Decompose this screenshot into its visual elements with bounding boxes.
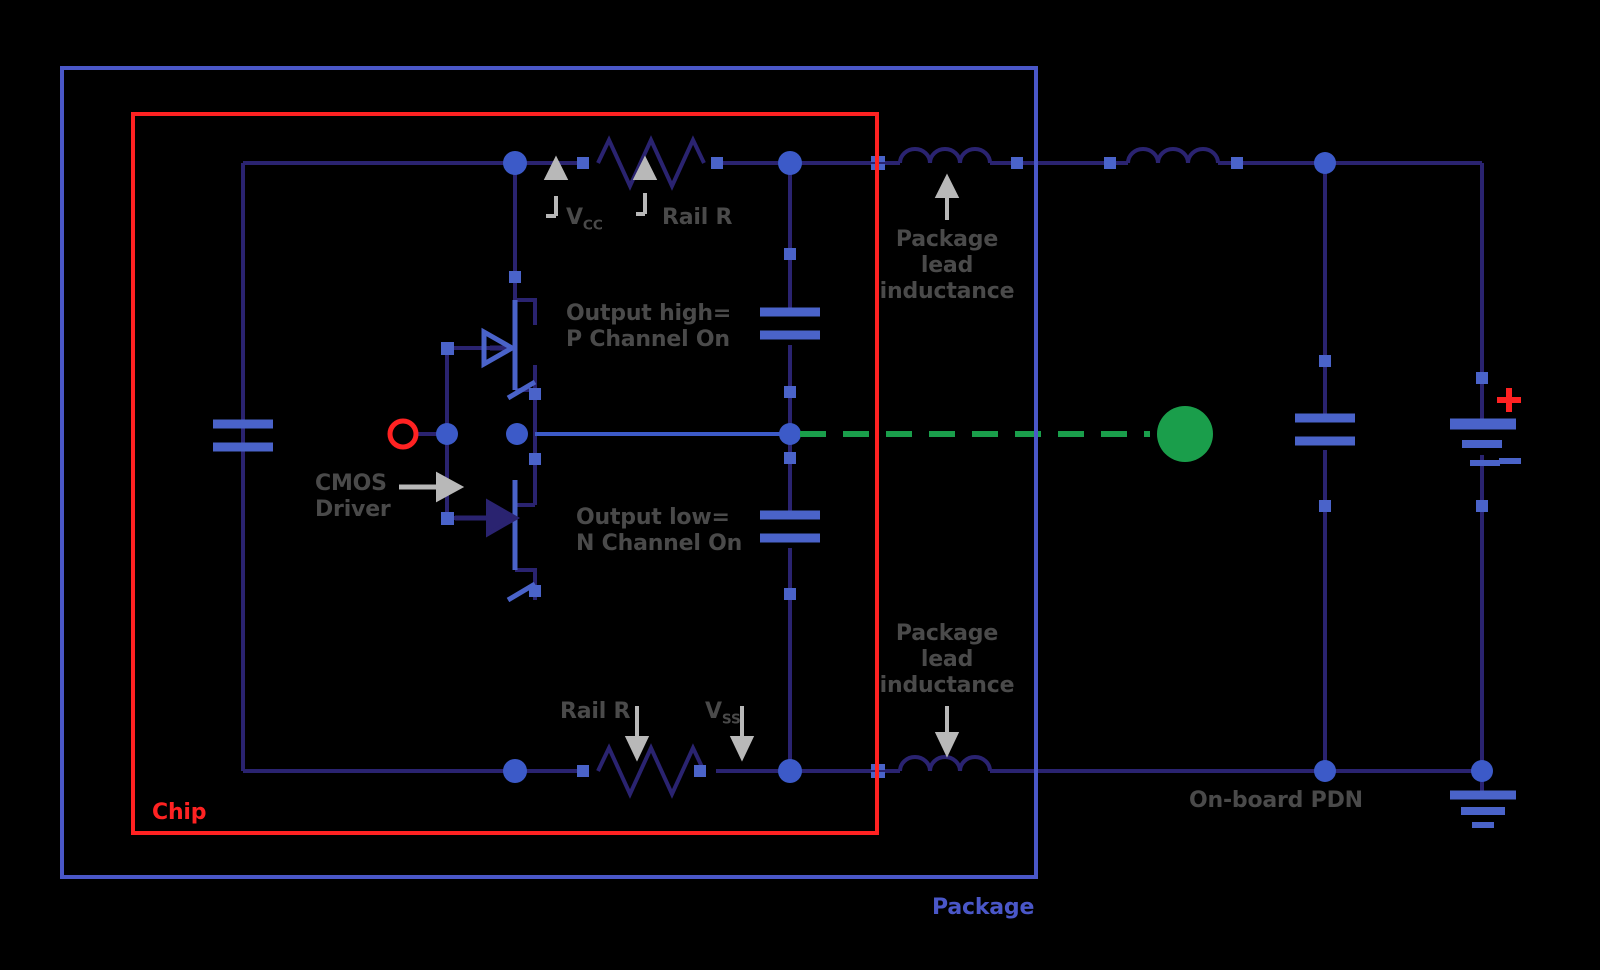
rail-r-top-symbol xyxy=(596,135,706,191)
terminal-square xyxy=(441,512,454,525)
nmos-arrow xyxy=(486,498,521,538)
terminal-square xyxy=(784,452,796,464)
chip-edge-terminal xyxy=(879,764,885,770)
ground-symbol xyxy=(1450,790,1516,828)
inductor-group xyxy=(898,147,1220,772)
junction-dot xyxy=(503,151,527,175)
resistor-group xyxy=(596,135,706,799)
vcc-arrow-head xyxy=(543,155,569,180)
bulk-tick-group xyxy=(506,379,537,603)
chip-boundary-label: Chip xyxy=(152,800,207,825)
terminal-square xyxy=(711,157,723,169)
package-lead-inductor-bottom-symbol xyxy=(898,755,992,772)
junction-dot-group xyxy=(436,151,1493,783)
cmos-driver-label: CMOS Driver xyxy=(315,471,391,522)
vcc-label: VCC xyxy=(566,205,603,234)
terminal-square xyxy=(509,271,521,283)
junction-dot xyxy=(778,759,802,783)
terminal-square xyxy=(577,765,589,777)
rail-r-bottom-label: Rail R xyxy=(560,699,631,724)
junction-dot xyxy=(778,151,802,175)
package-lead-inductor-top-symbol xyxy=(898,147,992,164)
annotation-arrow-group xyxy=(399,155,960,762)
output-low-label: Output low= N Channel On xyxy=(576,505,743,556)
junction-dot xyxy=(1314,152,1336,174)
chip-edge-terminal xyxy=(871,164,877,170)
package-boundary-label: Package xyxy=(932,895,1035,920)
pli-top-arrow-head xyxy=(934,173,960,198)
cmos-arrow-head xyxy=(436,471,465,503)
terminal-square xyxy=(1104,157,1116,169)
supply-battery-symbol xyxy=(1450,418,1516,466)
chip-edge-terminal xyxy=(871,764,877,770)
junction-dot xyxy=(436,423,458,445)
board-inductor-top-symbol xyxy=(1126,147,1220,164)
junction-dot xyxy=(506,423,528,445)
capacitor-group xyxy=(213,307,1355,543)
railr-top-arrow-head xyxy=(632,155,658,180)
chip-edge-terminal-group xyxy=(871,156,885,778)
pmos-transistor-symbol xyxy=(481,300,518,390)
chip-boundary-box xyxy=(131,112,879,835)
terminal-square xyxy=(529,453,541,465)
output-high-label: Output high= P Channel On xyxy=(566,301,732,352)
package-lead-inductance-top-label: Package lead inductance xyxy=(879,227,1015,304)
terminal-square xyxy=(784,588,796,600)
green-probe-node[interactable] xyxy=(1157,406,1213,462)
terminal-square xyxy=(1319,500,1331,512)
driver-input-terminal[interactable] xyxy=(387,418,419,450)
rail-r-top-label: Rail R xyxy=(662,205,733,230)
chip-edge-terminal xyxy=(879,156,885,162)
terminal-square xyxy=(577,157,589,169)
terminal-square xyxy=(529,388,541,400)
chip-edge-terminal xyxy=(871,156,877,162)
package-lead-inductance-bottom-label: Package lead inductance xyxy=(879,621,1015,698)
onboard-pdn-label: On-board PDN xyxy=(1189,788,1363,813)
junction-dot xyxy=(1314,760,1336,782)
nmos-transistor-symbol xyxy=(455,480,521,570)
pmos-bulk-tick xyxy=(506,379,537,401)
terminal-square xyxy=(529,585,541,597)
junction-dot xyxy=(1471,760,1493,782)
junction-dot xyxy=(779,423,801,445)
junction-dot xyxy=(503,759,527,783)
vss-arrow-head xyxy=(729,736,755,762)
pmos-arrow xyxy=(481,327,518,369)
chip-edge-terminal xyxy=(879,164,885,170)
terminal-square xyxy=(694,765,706,777)
vss-label: VSS xyxy=(705,699,741,728)
package-boundary-box xyxy=(60,66,1038,879)
wire-pmos-source-bend xyxy=(515,298,537,325)
railr-bot-arrow-head xyxy=(624,736,650,762)
terminal-square xyxy=(1476,372,1488,384)
terminal-square xyxy=(784,248,796,260)
terminal-square xyxy=(1476,500,1488,512)
battery-polarity-group xyxy=(1497,388,1521,464)
terminal-square-group xyxy=(441,157,1488,777)
terminal-square xyxy=(784,386,796,398)
pli-bot-arrow-head xyxy=(934,732,960,758)
terminal-square xyxy=(441,342,454,355)
chip-edge-terminal xyxy=(879,772,885,778)
rail-r-bottom-symbol xyxy=(596,743,706,799)
terminal-square xyxy=(1231,157,1243,169)
terminal-square xyxy=(1011,157,1023,169)
terminal-square xyxy=(1319,355,1331,367)
chip-edge-terminal xyxy=(871,772,877,778)
